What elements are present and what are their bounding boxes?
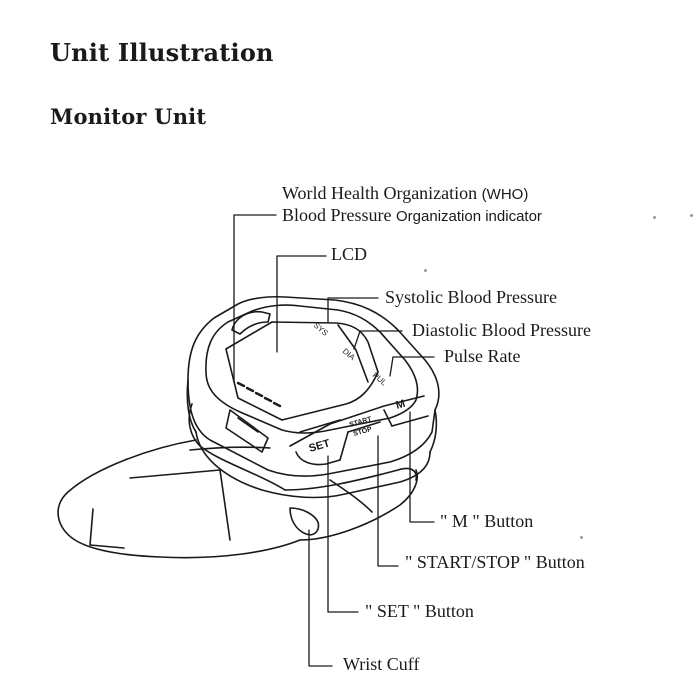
page-title: Unit Illustration [50,38,274,67]
wrist-cuff-label: Wrist Cuff [343,654,420,674]
m-button-callout: " M " Button [440,511,534,531]
set-button-label: SET [308,437,332,455]
pul-marking: PUL [371,371,389,388]
scan-speck [580,536,583,539]
leader-start-stop [377,435,399,567]
leader-diastolic [353,330,403,350]
wrist-cuff [57,403,418,559]
stop-button-label: STOP [353,426,373,438]
lcd-label: LCD [331,244,367,264]
monitor-body [186,295,440,499]
section-title: Monitor Unit [50,104,207,129]
set-button-callout: " SET " Button [365,601,474,621]
leader-wrist-cuff [308,529,333,667]
systolic-label: Systolic Blood Pressure [385,287,558,307]
leader-pulse [389,356,435,377]
who-label-suffix: (WHO) [481,186,529,203]
leader-set-button [327,455,359,613]
bp-label-suffix: Organization indicator [396,208,542,225]
leader-lines [233,214,435,667]
leader-lcd [276,255,327,353]
scan-speck [690,214,693,217]
scan-speck [424,269,427,272]
leader-systolic [327,297,379,323]
who-label-line1: World Health Organization (WHO) [282,183,528,204]
leader-m-button [409,411,435,523]
who-label-main: World Health Organization [282,183,478,203]
m-button-label: M [395,398,407,412]
start-stop-callout: " START/STOP " Button [405,552,585,572]
scan-speck [653,216,656,219]
leader-who [233,214,277,383]
who-label-line2: Blood Pressure Organization indicator [282,205,542,226]
bp-label-main: Blood Pressure [282,205,392,225]
pulse-rate-label: Pulse Rate [444,346,521,366]
diastolic-label: Diastolic Blood Pressure [412,320,591,340]
